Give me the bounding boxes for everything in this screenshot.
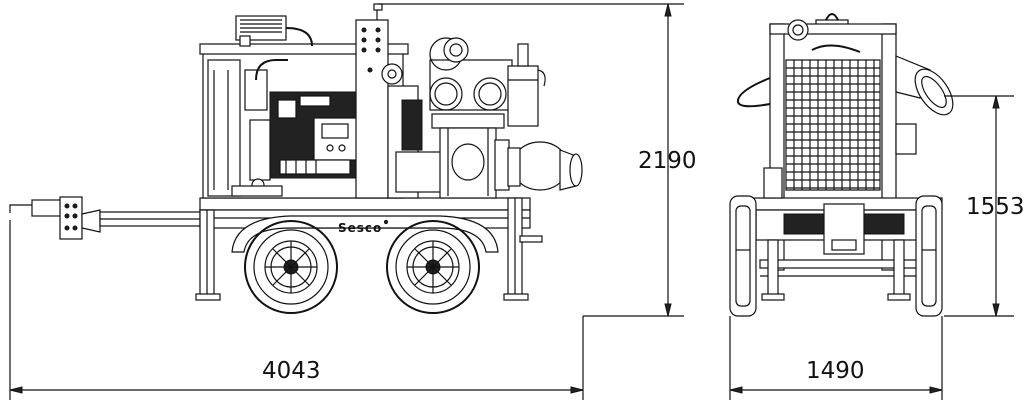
tow-drawbar <box>9 196 203 240</box>
radiator-top <box>235 15 313 47</box>
brand-label: Sesco <box>338 221 382 235</box>
control-box <box>895 123 917 155</box>
pump-body <box>387 37 513 199</box>
wheel-front <box>244 220 338 314</box>
dim-axle-height-label: 1553 <box>966 194 1025 220</box>
front-hose-2 <box>811 44 861 53</box>
brand-dot <box>383 219 389 225</box>
vacuum-tank <box>507 43 546 127</box>
dimension-length: 4043 <box>9 220 584 400</box>
radiator-grid <box>785 59 881 191</box>
side-view: Sesco <box>9 3 583 314</box>
dim-height-label: 2190 <box>638 148 697 174</box>
discharge-outlet <box>507 141 583 191</box>
lifting-mast <box>355 3 403 199</box>
front-wheel-left <box>729 195 757 317</box>
wheel-rear <box>386 220 480 314</box>
dimension-axle-height: 1553 <box>944 95 1025 317</box>
dimension-height: 2190 <box>378 3 697 317</box>
dim-width-label: 1490 <box>806 358 865 384</box>
dim-length-label: 4043 <box>262 358 321 384</box>
front-hose <box>736 77 771 108</box>
front-discharge <box>895 55 954 116</box>
front-jack-stands <box>761 239 911 301</box>
front-view <box>729 13 954 317</box>
front-wheel-right <box>915 195 943 317</box>
dimension-width: 1490 <box>729 316 943 400</box>
